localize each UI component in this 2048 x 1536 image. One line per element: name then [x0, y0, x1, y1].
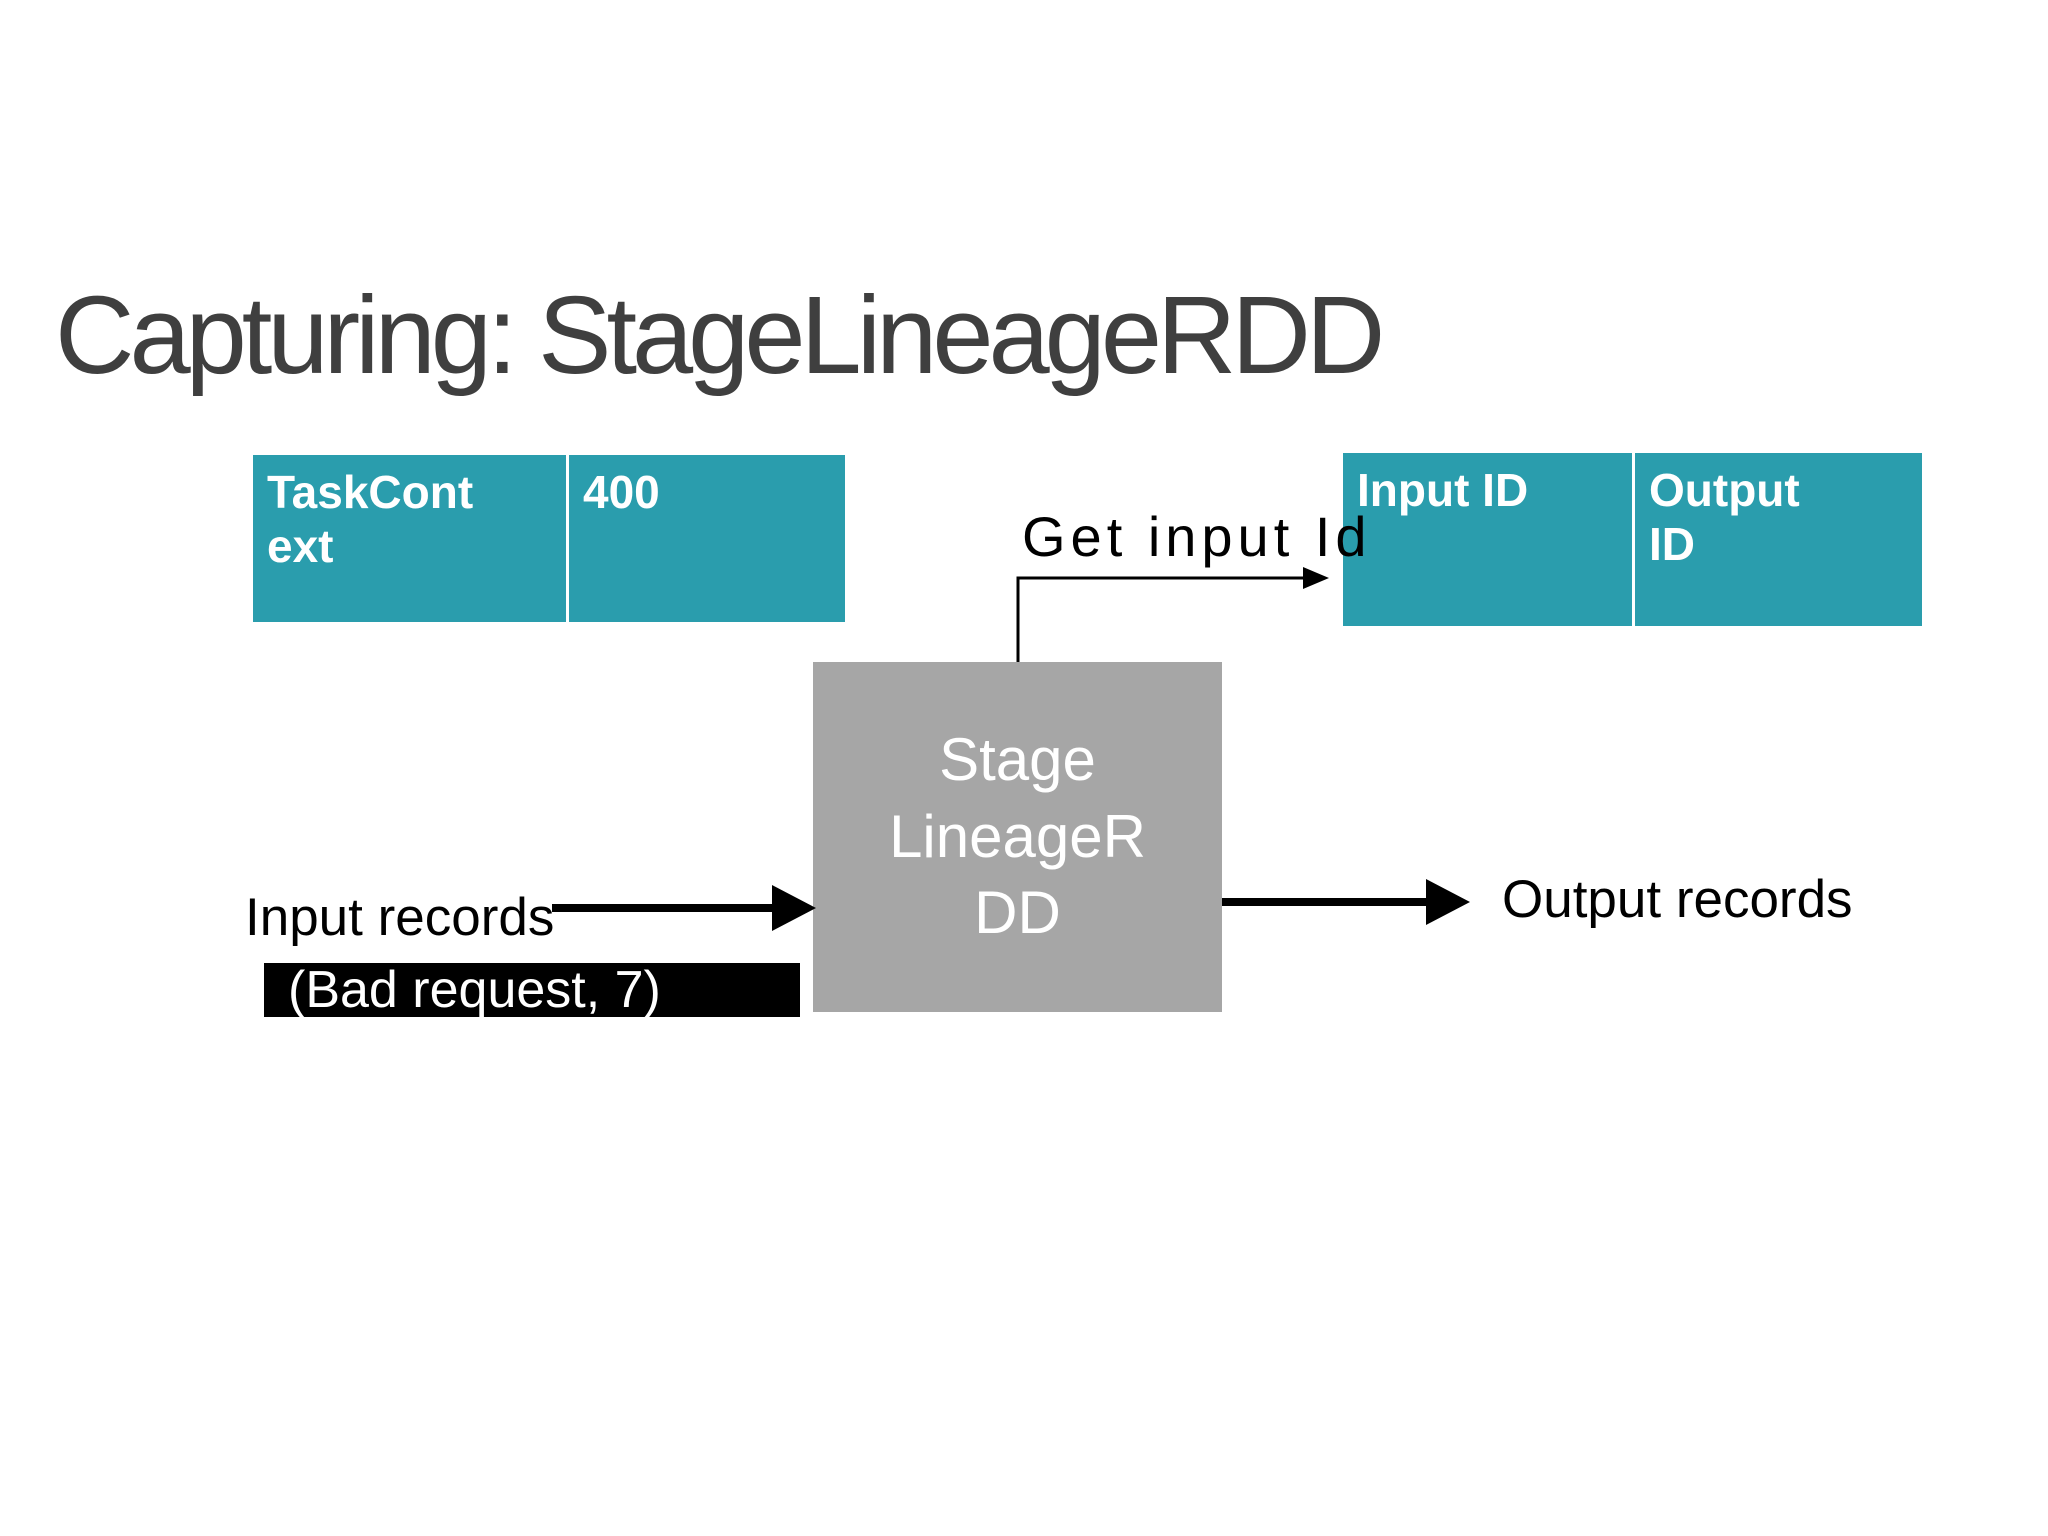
taskcontext-value-cell: 400	[569, 455, 845, 622]
output-id-line-1: Output	[1649, 464, 1800, 516]
get-input-id-connector-arrow-icon	[1016, 567, 1329, 662]
input-records-label: Input records	[245, 888, 555, 947]
output-id-cell: Output ID	[1635, 453, 1922, 626]
output-id-line-2: ID	[1649, 518, 1695, 571]
id-table: Input ID Output ID	[1343, 453, 1922, 626]
taskcontext-key-line-1: TaskCont	[267, 466, 474, 518]
input-records-arrow-icon	[552, 885, 816, 931]
stage-lineage-rdd-box: Stage LineageR DD	[813, 662, 1222, 1012]
input-id-cell: Input ID	[1343, 453, 1632, 626]
taskcontext-table: TaskCont ext 400	[253, 455, 845, 622]
slide-title: Capturing: StageLineageRDD	[55, 274, 1385, 397]
taskcontext-key-cell: TaskCont ext	[253, 455, 566, 622]
stage-lineage-rdd-label: Stage LineageR DD	[889, 725, 1146, 947]
bad-request-chip: (Bad request, 7)	[264, 963, 800, 1018]
get-input-id-label: Get input Id	[1022, 505, 1372, 568]
output-records-arrow-icon	[1222, 879, 1470, 925]
input-id-label: Input ID	[1357, 464, 1529, 516]
taskcontext-value: 400	[583, 466, 660, 518]
output-records-label: Output records	[1502, 870, 1853, 929]
taskcontext-key-line-2: ext	[267, 520, 334, 573]
